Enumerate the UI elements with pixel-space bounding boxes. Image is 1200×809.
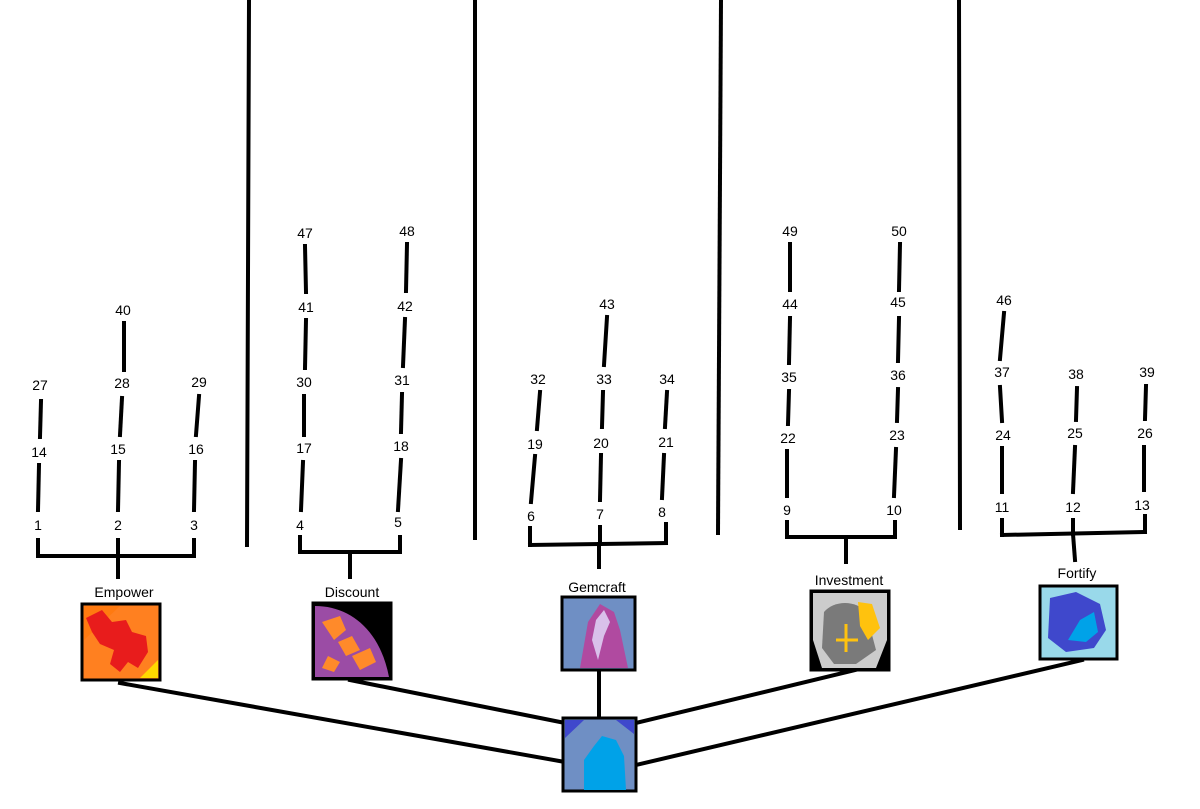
branch-label-empower: Empower	[94, 584, 153, 600]
blue-shield-icon[interactable]	[1038, 584, 1119, 661]
skill-node-4[interactable]: 4	[296, 517, 304, 533]
connector-lines	[35, 0, 1149, 768]
skill-node-3[interactable]: 3	[190, 517, 198, 533]
skill-node-13[interactable]: 13	[1134, 497, 1150, 513]
skill-node-46[interactable]: 46	[996, 292, 1012, 308]
money-bag-icon[interactable]	[809, 589, 891, 672]
skill-node-42[interactable]: 42	[397, 298, 413, 314]
skill-node-33[interactable]: 33	[596, 371, 612, 387]
branch-label-gemcraft: Gemcraft	[568, 579, 626, 595]
skill-node-30[interactable]: 30	[296, 374, 312, 390]
skill-node-16[interactable]: 16	[188, 441, 204, 457]
skill-node-47[interactable]: 47	[297, 225, 313, 241]
skill-node-2[interactable]: 2	[114, 517, 122, 533]
root-link-empower	[117, 680, 568, 765]
skill-node-50[interactable]: 50	[891, 223, 907, 239]
skill-node-5[interactable]: 5	[394, 514, 402, 530]
skill-node-32[interactable]: 32	[530, 371, 546, 387]
skill-node-34[interactable]: 34	[659, 371, 675, 387]
skill-node-44[interactable]: 44	[782, 296, 798, 312]
skill-node-7[interactable]: 7	[596, 506, 604, 522]
skill-node-24[interactable]: 24	[995, 427, 1011, 443]
skill-node-29[interactable]: 29	[191, 374, 207, 390]
skill-node-28[interactable]: 28	[114, 375, 130, 391]
skill-node-15[interactable]: 15	[110, 441, 126, 457]
skill-node-20[interactable]: 20	[593, 435, 609, 451]
branch-label-fortify: Fortify	[1058, 565, 1097, 581]
skill-node-18[interactable]: 18	[393, 438, 409, 454]
red-fist-icon[interactable]	[80, 602, 162, 682]
skill-node-38[interactable]: 38	[1068, 366, 1084, 382]
skill-node-8[interactable]: 8	[658, 504, 666, 520]
node-labels: 1 2 3 4 5 6 7 8 9 10 11 12 13 14 15 16 1…	[31, 223, 1155, 533]
skill-node-45[interactable]: 45	[890, 294, 906, 310]
separator-line	[244, 0, 252, 548]
skill-node-39[interactable]: 39	[1139, 364, 1155, 380]
skill-node-48[interactable]: 48	[399, 223, 415, 239]
purple-coin-icon[interactable]	[311, 601, 393, 681]
skill-node-10[interactable]: 10	[886, 502, 902, 518]
crystal-icon[interactable]	[560, 595, 637, 672]
skill-node-41[interactable]: 41	[298, 299, 314, 315]
skill-node-12[interactable]: 12	[1065, 499, 1081, 515]
skill-node-35[interactable]: 35	[781, 369, 797, 385]
skill-node-11[interactable]: 11	[995, 499, 1010, 515]
skill-node-40[interactable]: 40	[115, 302, 131, 318]
skill-node-25[interactable]: 25	[1067, 425, 1083, 441]
skill-node-26[interactable]: 26	[1137, 425, 1153, 441]
branch-label-discount: Discount	[325, 584, 380, 600]
skill-node-22[interactable]: 22	[780, 430, 796, 446]
branch-label-investment: Investment	[815, 572, 884, 588]
blue-gem-icon[interactable]	[561, 716, 638, 793]
separator-line	[956, 0, 963, 531]
skill-node-17[interactable]: 17	[296, 440, 312, 456]
skill-node-43[interactable]: 43	[599, 296, 615, 312]
skill-node-19[interactable]: 19	[527, 436, 543, 452]
branch-labels: Empower Discount Gemcraft Investment For…	[94, 565, 1096, 600]
fortify-stem	[1070, 531, 1078, 563]
skill-node-37[interactable]: 37	[994, 364, 1010, 380]
skill-node-14[interactable]: 14	[31, 444, 47, 460]
root-link-investment	[633, 667, 858, 726]
skill-node-21[interactable]: 21	[658, 434, 674, 450]
root-link-fortify	[633, 657, 1085, 768]
skill-node-6[interactable]: 6	[527, 508, 535, 524]
skill-node-23[interactable]: 23	[889, 427, 905, 443]
root-link-discount	[347, 677, 568, 726]
skill-node-49[interactable]: 49	[782, 223, 798, 239]
skill-node-1[interactable]: 1	[34, 517, 42, 533]
skill-node-31[interactable]: 31	[394, 372, 410, 388]
separator-line	[715, 0, 724, 536]
skill-node-27[interactable]: 27	[32, 377, 48, 393]
skill-node-9[interactable]: 9	[783, 502, 791, 518]
skill-node-36[interactable]: 36	[890, 367, 906, 383]
